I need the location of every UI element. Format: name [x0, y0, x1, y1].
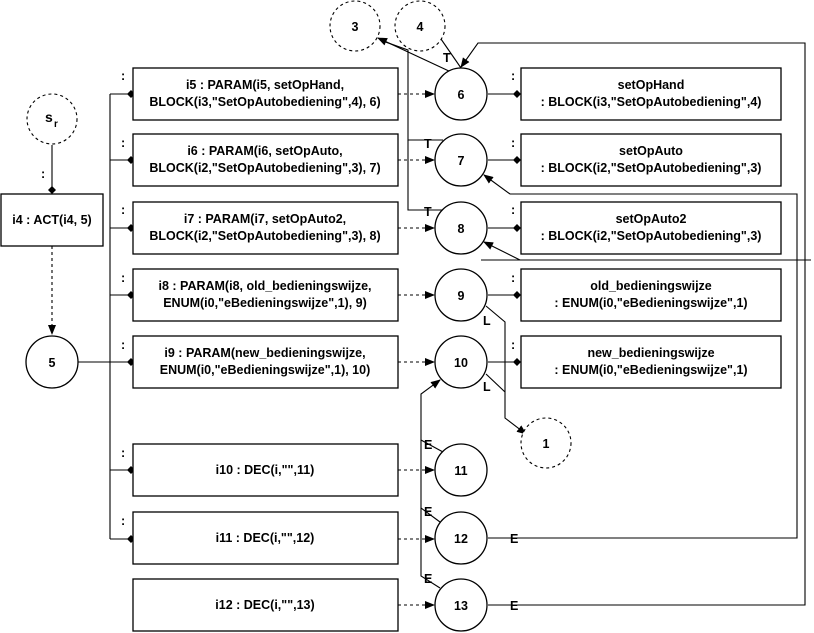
value-box-line1: setOpAuto — [619, 144, 683, 158]
terminal-node-4[interactable]: 4 — [394, 0, 446, 52]
value-box-line2: : ENUM(i0,"eBedieningswijze",1) — [554, 363, 747, 377]
else-edges — [420, 379, 444, 589]
edge-label-e: E — [424, 505, 432, 519]
node-6[interactable]: 6 — [434, 67, 488, 121]
node-label: 6 — [458, 88, 465, 102]
dec-box-i12[interactable]: i12 : DEC(i,"",13) — [132, 578, 399, 632]
act-box-label: i4 : ACT(i4, 5) — [12, 213, 91, 227]
param-box-i7[interactable]: i7 : PARAM(i7, setOpAuto2, BLOCK(i2,"Set… — [132, 201, 399, 255]
edge-label-l: L — [483, 314, 491, 328]
act-box[interactable]: i4 : ACT(i4, 5) — [0, 193, 104, 247]
value-box-line2: : BLOCK(i2,"SetOpAutobediening",3) — [541, 161, 762, 175]
param-box-line2: ENUM(i0,"eBedieningswijze",1), 10) — [160, 363, 371, 377]
value-box-line2: : ENUM(i0,"eBedieningswijze",1) — [554, 296, 747, 310]
edge-label-t: T — [424, 205, 432, 219]
node-10[interactable]: 10 — [434, 335, 488, 389]
param-box-line2: BLOCK(i3,"SetOpAutobediening",4), 6) — [149, 95, 380, 109]
colon-label: : — [121, 446, 125, 460]
node-9[interactable]: 9 — [434, 268, 488, 322]
node-label: 10 — [454, 356, 468, 370]
node-label: 5 — [49, 356, 56, 370]
param-box-line2: ENUM(i0,"eBedieningswijze",1), 9) — [163, 296, 367, 310]
value-box-setopauto2[interactable]: setOpAuto2 : BLOCK(i2,"SetOpAutobedienin… — [520, 201, 782, 255]
colon-label: : — [511, 136, 515, 150]
value-box-setophand[interactable]: setOpHand : BLOCK(i3,"SetOpAutobediening… — [520, 67, 782, 121]
colon-label: : — [511, 271, 515, 285]
value-box-line2: : BLOCK(i3,"SetOpAutobediening",4) — [541, 95, 762, 109]
dec-box-i11[interactable]: i11 : DEC(i,"",12) — [132, 511, 399, 565]
param-box-line2: BLOCK(i2,"SetOpAutobediening",3), 8) — [149, 229, 380, 243]
value-box-setopauto[interactable]: setOpAuto : BLOCK(i2,"SetOpAutobediening… — [520, 133, 782, 187]
param-box-i8[interactable]: i8 : PARAM(i8, old_bedieningswijze, ENUM… — [132, 268, 399, 322]
node-label: 8 — [458, 222, 465, 236]
start-node-sub: r — [54, 119, 58, 130]
node-13[interactable]: 13 — [434, 578, 488, 632]
value-box-line1: setOpAuto2 — [616, 212, 687, 226]
colon-label: : — [41, 167, 45, 181]
colon-label: : — [121, 514, 125, 528]
diamond-marker — [48, 186, 56, 194]
bus-branches — [110, 90, 135, 543]
param-box-i5[interactable]: i5 : PARAM(i5, setOpHand, BLOCK(i3,"SetO… — [132, 67, 399, 121]
colon-labels: : : : : : : : : : : : : : — [41, 69, 515, 528]
param-box-line2: BLOCK(i2,"SetOpAutobediening",3), 7) — [149, 161, 380, 175]
start-node-main: s — [45, 109, 53, 125]
param-box-line1: i5 : PARAM(i5, setOpHand, — [186, 78, 344, 92]
terminal-node-1[interactable]: 1 — [520, 417, 572, 469]
value-box-new-bedieningswijze[interactable]: new_bedieningswijze : ENUM(i0,"eBedienin… — [520, 335, 782, 389]
colon-label: : — [121, 338, 125, 352]
node-11[interactable]: 11 — [434, 443, 488, 497]
param-box-line1: i7 : PARAM(i7, setOpAuto2, — [184, 212, 346, 226]
value-box-line1: setOpHand — [618, 78, 685, 92]
colon-label: : — [511, 203, 515, 217]
colon-label: : — [121, 271, 125, 285]
edge-label-group: T T T L L E E E E E — [424, 51, 518, 613]
node-label: 7 — [458, 154, 465, 168]
node-8[interactable]: 8 — [434, 201, 488, 255]
param-box-line1: i9 : PARAM(new_bedieningswijze, — [164, 346, 365, 360]
param-box-line1: i6 : PARAM(i6, setOpAuto, — [187, 144, 342, 158]
edge-label-e: E — [424, 572, 432, 586]
terminal-node-3[interactable]: 3 — [329, 0, 381, 52]
colon-label: : — [121, 136, 125, 150]
node-label: 11 — [454, 464, 467, 478]
leaf-edges — [485, 305, 527, 435]
edge-label-t: T — [424, 137, 432, 151]
node-label: 4 — [417, 20, 424, 34]
node-label: 13 — [454, 599, 468, 613]
start-node[interactable]: s r — [26, 93, 78, 145]
dec-box-label: i10 : DEC(i,"",11) — [216, 463, 315, 477]
param-box-i9[interactable]: i9 : PARAM(new_bedieningswijze, ENUM(i0,… — [132, 335, 399, 389]
value-box-line2: : BLOCK(i2,"SetOpAutobediening",3) — [541, 229, 762, 243]
colon-label: : — [511, 338, 515, 352]
edge-label-e: E — [510, 532, 518, 546]
value-box-line1: old_bedieningswijze — [590, 279, 712, 293]
edge-label-e: E — [510, 599, 518, 613]
edge-label-t: T — [443, 51, 451, 65]
node-label: 12 — [454, 532, 468, 546]
node-label: 9 — [458, 289, 465, 303]
dec-box-label: i11 : DEC(i,"",12) — [216, 531, 315, 545]
param-box-i6[interactable]: i6 : PARAM(i6, setOpAuto, BLOCK(i2,"SetO… — [132, 133, 399, 187]
node-12[interactable]: 12 — [434, 511, 488, 565]
value-box-line1: new_bedieningswijze — [587, 346, 714, 360]
node-label: 1 — [543, 437, 550, 451]
colon-label: : — [121, 203, 125, 217]
colon-label: : — [511, 69, 515, 83]
param-box-line1: i8 : PARAM(i8, old_bedieningswijze, — [159, 279, 372, 293]
edge-label-e: E — [424, 438, 432, 452]
edge-label-l: L — [483, 380, 491, 394]
value-box-old-bedieningswijze[interactable]: old_bedieningswijze : ENUM(i0,"eBedienin… — [520, 268, 782, 322]
node-7[interactable]: 7 — [434, 133, 488, 187]
node-label: 3 — [352, 20, 359, 34]
loop-edges — [460, 42, 811, 606]
dec-box-label: i12 : DEC(i,"",13) — [215, 598, 314, 612]
colon-label: : — [121, 69, 125, 83]
node-5[interactable]: 5 — [25, 335, 79, 389]
dec-box-i10[interactable]: i10 : DEC(i,"",11) — [132, 443, 399, 497]
box-to-node-arrows — [398, 90, 435, 609]
